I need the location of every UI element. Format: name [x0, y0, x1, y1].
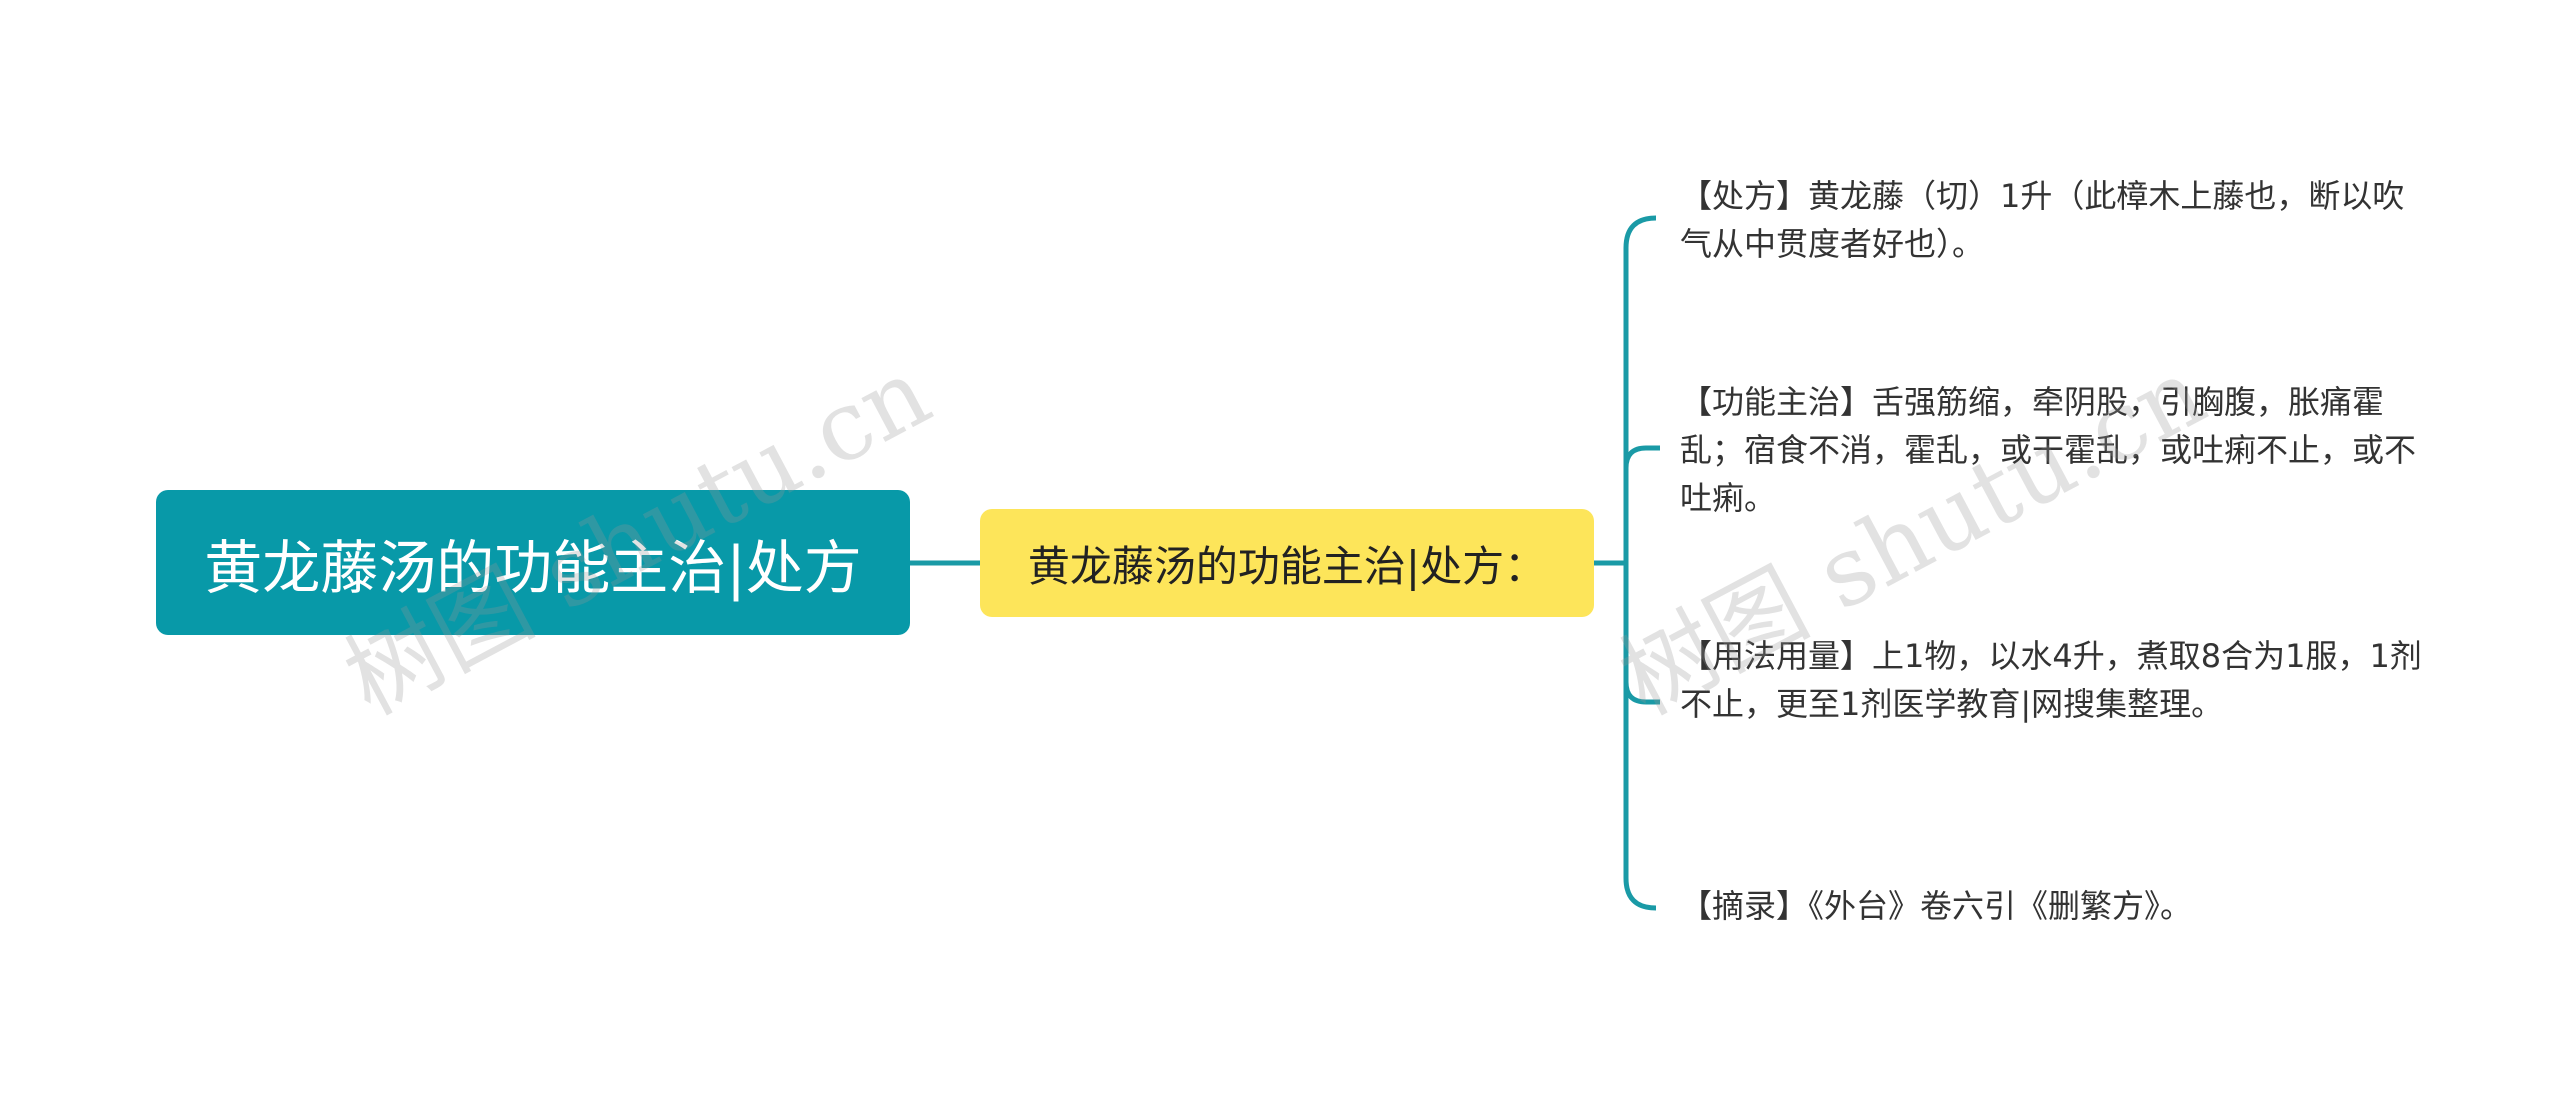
leaf-indications[interactable]: 【功能主治】舌强筋缩，牵阴股，引胸腹，胀痛霍乱；宿食不消，霍乱，或干霍乱，或吐痢… [1680, 383, 2417, 517]
connector-leaf-3 [1623, 681, 1660, 705]
root-topic-label: 黄龙藤汤的功能主治|处方 [204, 533, 862, 602]
branch-topic-label: 黄龙藤汤的功能主治|处方： [1027, 541, 1547, 591]
root-topic-node[interactable]: 黄龙藤汤的功能主治|处方 [156, 490, 910, 635]
leaf-excerpt-source[interactable]: 【摘录】《外台》卷六引《删繁方》。 [1680, 887, 2193, 925]
leaf-prescription[interactable]: 【处方】黄龙藤（切）1升（此樟木上藤也，断以吹气从中贯度者好也）。 [1680, 177, 2405, 263]
connector-leaf-2 [1623, 445, 1660, 469]
leaf-usage-dosage[interactable]: 【用法用量】上1物，以水4升，煮取8合为1服，1剂不止，更至1剂医学教育|网搜集… [1680, 637, 2422, 723]
branch-topic-node[interactable]: 黄龙藤汤的功能主治|处方： [980, 509, 1594, 617]
connector-bracket [1623, 215, 1657, 911]
